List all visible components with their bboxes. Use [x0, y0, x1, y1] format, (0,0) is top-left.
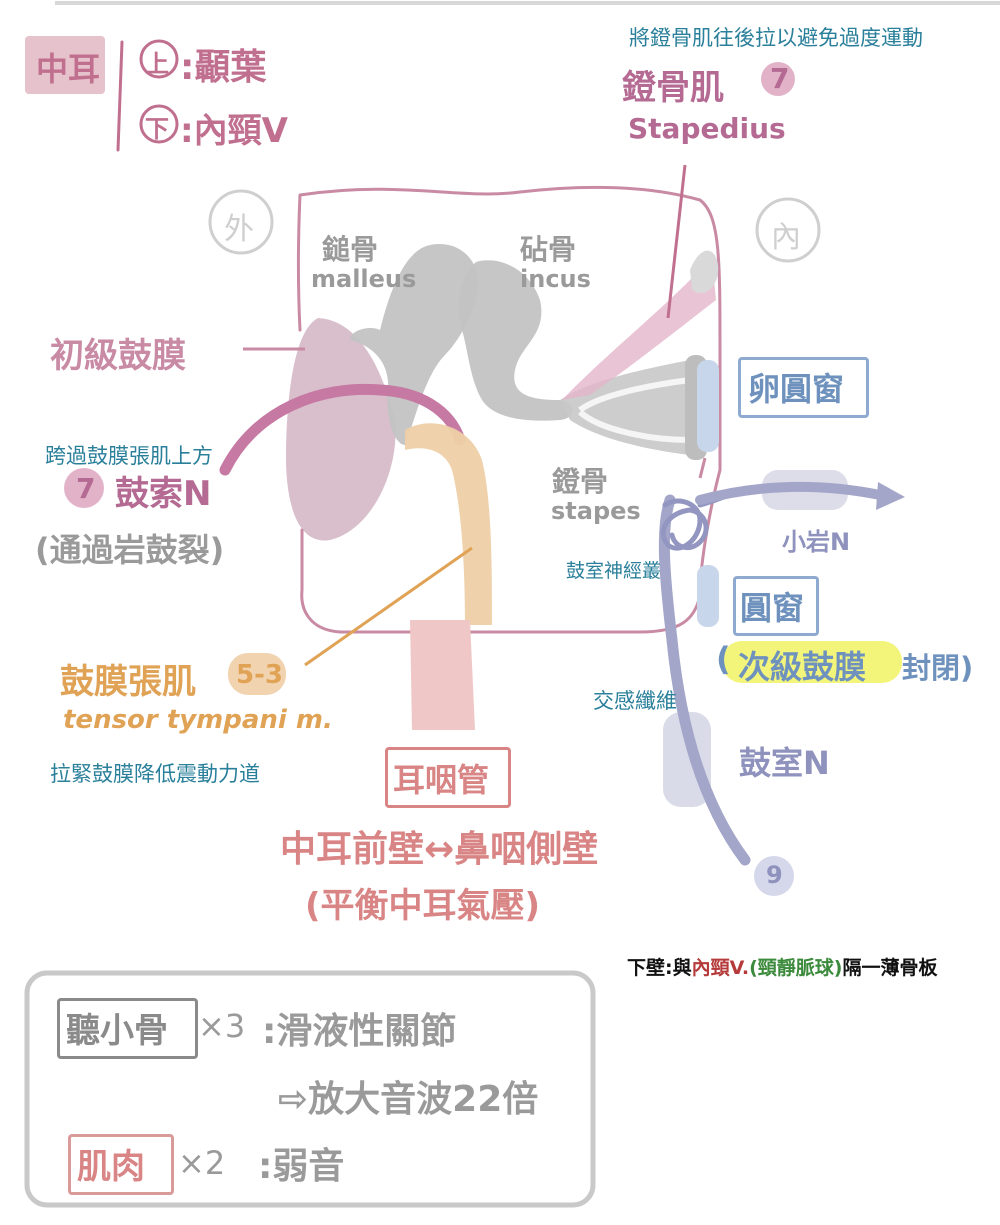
stapedius-pointer	[666, 164, 687, 319]
oval-window-box	[738, 357, 869, 418]
cn9-label: 9	[766, 861, 783, 889]
lesser-petrosal-nerve	[695, 481, 885, 505]
outer-circle	[208, 189, 274, 255]
ossicles-label-box	[57, 998, 198, 1059]
floor-suffix: 隔一薄骨板	[842, 957, 938, 979]
tensor-num: 5-3	[236, 660, 283, 690]
oval-window-label: 卵圓窗	[748, 370, 845, 408]
stapedius-muscle	[562, 256, 716, 400]
ossicles-label: 聽小骨	[66, 1011, 168, 1051]
incus-shape	[458, 260, 573, 421]
round-window-label: 圓窗	[740, 589, 805, 627]
primary-membrane-label: 初級鼓膜	[50, 336, 186, 376]
chorda-name: 鼓索N	[115, 474, 212, 514]
incus-en: incus	[520, 265, 591, 293]
stapes-en: stapes	[551, 497, 641, 525]
chorda-note: 跨過鼓膜張肌上方	[45, 444, 213, 468]
cavity-outline	[297, 185, 722, 634]
plexus-label: 鼓室神經叢	[566, 560, 662, 582]
title-box	[25, 36, 105, 94]
floor-prefix: 下壁:與	[627, 957, 692, 979]
sympathetic-label: 交感纖維	[593, 689, 677, 713]
incus-zh: 砧骨	[520, 233, 577, 266]
oval-window-shape	[697, 360, 719, 452]
header-divider	[116, 40, 124, 152]
tensor-pointer	[304, 546, 473, 667]
chorda-tympani-arc	[219, 383, 466, 476]
chorda-num: 7	[76, 472, 96, 505]
stapes-arch	[577, 377, 691, 443]
inner-circle	[755, 197, 821, 263]
muscles-label-box	[68, 1134, 174, 1195]
lower-text: :內頸V	[180, 111, 288, 151]
outer-label: 外	[224, 212, 254, 247]
tensor-tympani-muscle	[405, 423, 492, 625]
floor-jugular: 內頸V.	[691, 957, 750, 979]
plexus-line	[698, 457, 707, 479]
upper-circle	[139, 39, 179, 79]
eustachian-tube	[410, 620, 475, 730]
stapedius-num-circle	[761, 62, 795, 96]
secondary-highlight	[722, 641, 902, 683]
tensor-name: 鼓膜張肌	[60, 662, 196, 702]
page-title: 中耳	[36, 50, 101, 88]
malleus-en: malleus	[311, 265, 417, 293]
lesser-petrosal-label: 小岩N	[782, 528, 851, 556]
round-window-box	[733, 576, 819, 636]
secondary-membrane: 次級鼓膜	[738, 648, 867, 686]
eustachian-label: 耳咽管	[393, 761, 490, 799]
ossicles-count: ×3	[198, 1007, 246, 1045]
secondary-open: (	[716, 640, 731, 678]
tympanic-nerve-label: 鼓室N	[739, 744, 830, 782]
chorda-via: (通過岩鼓裂)	[35, 531, 225, 569]
cn9-circle	[754, 856, 794, 896]
lower-mark: 下	[145, 115, 169, 143]
eustachian-line2: (平衡中耳氣壓)	[305, 886, 541, 926]
lower-circle	[139, 104, 179, 144]
summary-box	[24, 970, 596, 1208]
secondary-rest: 封閉)	[902, 651, 974, 685]
floor-bulb: (頸靜脈球)	[749, 957, 843, 979]
malleus-zh: 鎚骨	[322, 233, 379, 266]
upper-text: :顳葉	[180, 47, 267, 88]
round-window-shape	[697, 565, 719, 627]
tensor-function: 拉緊鼓膜降低震動力道	[50, 762, 260, 786]
lesser-petrosal-arrowhead	[876, 482, 905, 510]
stapedius-bulb	[690, 250, 719, 294]
chorda-num-circle	[64, 468, 104, 508]
malleus-shape	[350, 244, 479, 445]
primary-membrane	[285, 318, 396, 541]
stapedius-name: 鐙骨肌	[622, 68, 724, 108]
upper-mark: 上	[145, 50, 169, 78]
tensor-latin: tensor tympani m.	[63, 705, 333, 735]
floor-note: 下壁:與內頸V.(頸靜脈球)隔一薄骨板	[627, 953, 937, 980]
eustachian-line1: 中耳前壁↔鼻咽側壁	[280, 829, 599, 870]
tensor-num-bg	[228, 653, 286, 695]
muscles-count: ×2	[178, 1144, 226, 1182]
eustachian-box	[385, 747, 511, 808]
inner-label: 內	[771, 220, 801, 255]
stapedius-note: 將鐙骨肌往後拉以避免過度運動	[629, 26, 923, 50]
stapedius-num: 7	[770, 62, 790, 95]
amplify-text: ⇨放大音波22倍	[278, 1079, 539, 1120]
muscles-text: :弱音	[258, 1146, 345, 1187]
ossicles-text: :滑液性關節	[262, 1011, 457, 1052]
stapes-zh: 鐙骨	[552, 465, 609, 498]
stapedius-latin: Stapedius	[628, 112, 786, 145]
muscles-label: 肌肉	[77, 1147, 145, 1187]
